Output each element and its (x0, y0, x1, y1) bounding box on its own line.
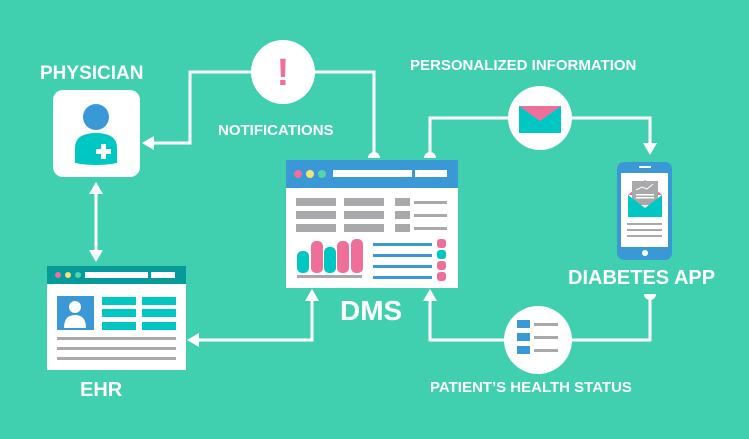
arrow-to-dms-left (305, 289, 319, 301)
arrow-to-physician (142, 136, 154, 150)
doctor-avatar-icon (75, 104, 117, 165)
app-port (644, 294, 656, 300)
health-status-node[interactable] (504, 306, 572, 374)
dms-port-left (368, 152, 380, 158)
physician-card[interactable] (53, 90, 140, 177)
dms-to-notification-line (315, 70, 376, 156)
arrow-down-to-ehr (89, 250, 103, 262)
arrow-to-dms-right (423, 289, 437, 301)
dms-to-ehr-line (198, 300, 314, 342)
personalized-information-label: PERSONALIZED INFORMATION (410, 57, 636, 74)
notification-node[interactable]: ! (251, 40, 315, 104)
ehr-window[interactable] (47, 266, 186, 370)
ehr-label: EHR (80, 379, 123, 401)
arrow-to-app (643, 143, 657, 155)
diabetes-app-label: DIABETES APP (568, 267, 715, 289)
list-icon (517, 320, 558, 354)
arrow-up-to-physician (89, 182, 103, 194)
chart-envelope-icon (628, 180, 662, 217)
notification-to-physician-line (152, 70, 251, 145)
envelope-icon (519, 106, 561, 133)
dms-label: DMS (340, 295, 402, 326)
personalized-information-node[interactable] (508, 86, 572, 150)
notifications-label: NOTIFICATIONS (218, 122, 334, 139)
dms-port-right (424, 152, 436, 158)
physician-label: PHYSICIAN (40, 63, 143, 84)
dms-window[interactable] (286, 160, 458, 288)
diabetes-app-phone[interactable] (617, 162, 672, 260)
patient-avatar-icon (57, 296, 94, 330)
exclamation-icon: ! (277, 52, 290, 94)
patient-health-status-label: PATIENT’S HEALTH STATUS (430, 379, 632, 396)
arrow-to-ehr (187, 333, 199, 347)
